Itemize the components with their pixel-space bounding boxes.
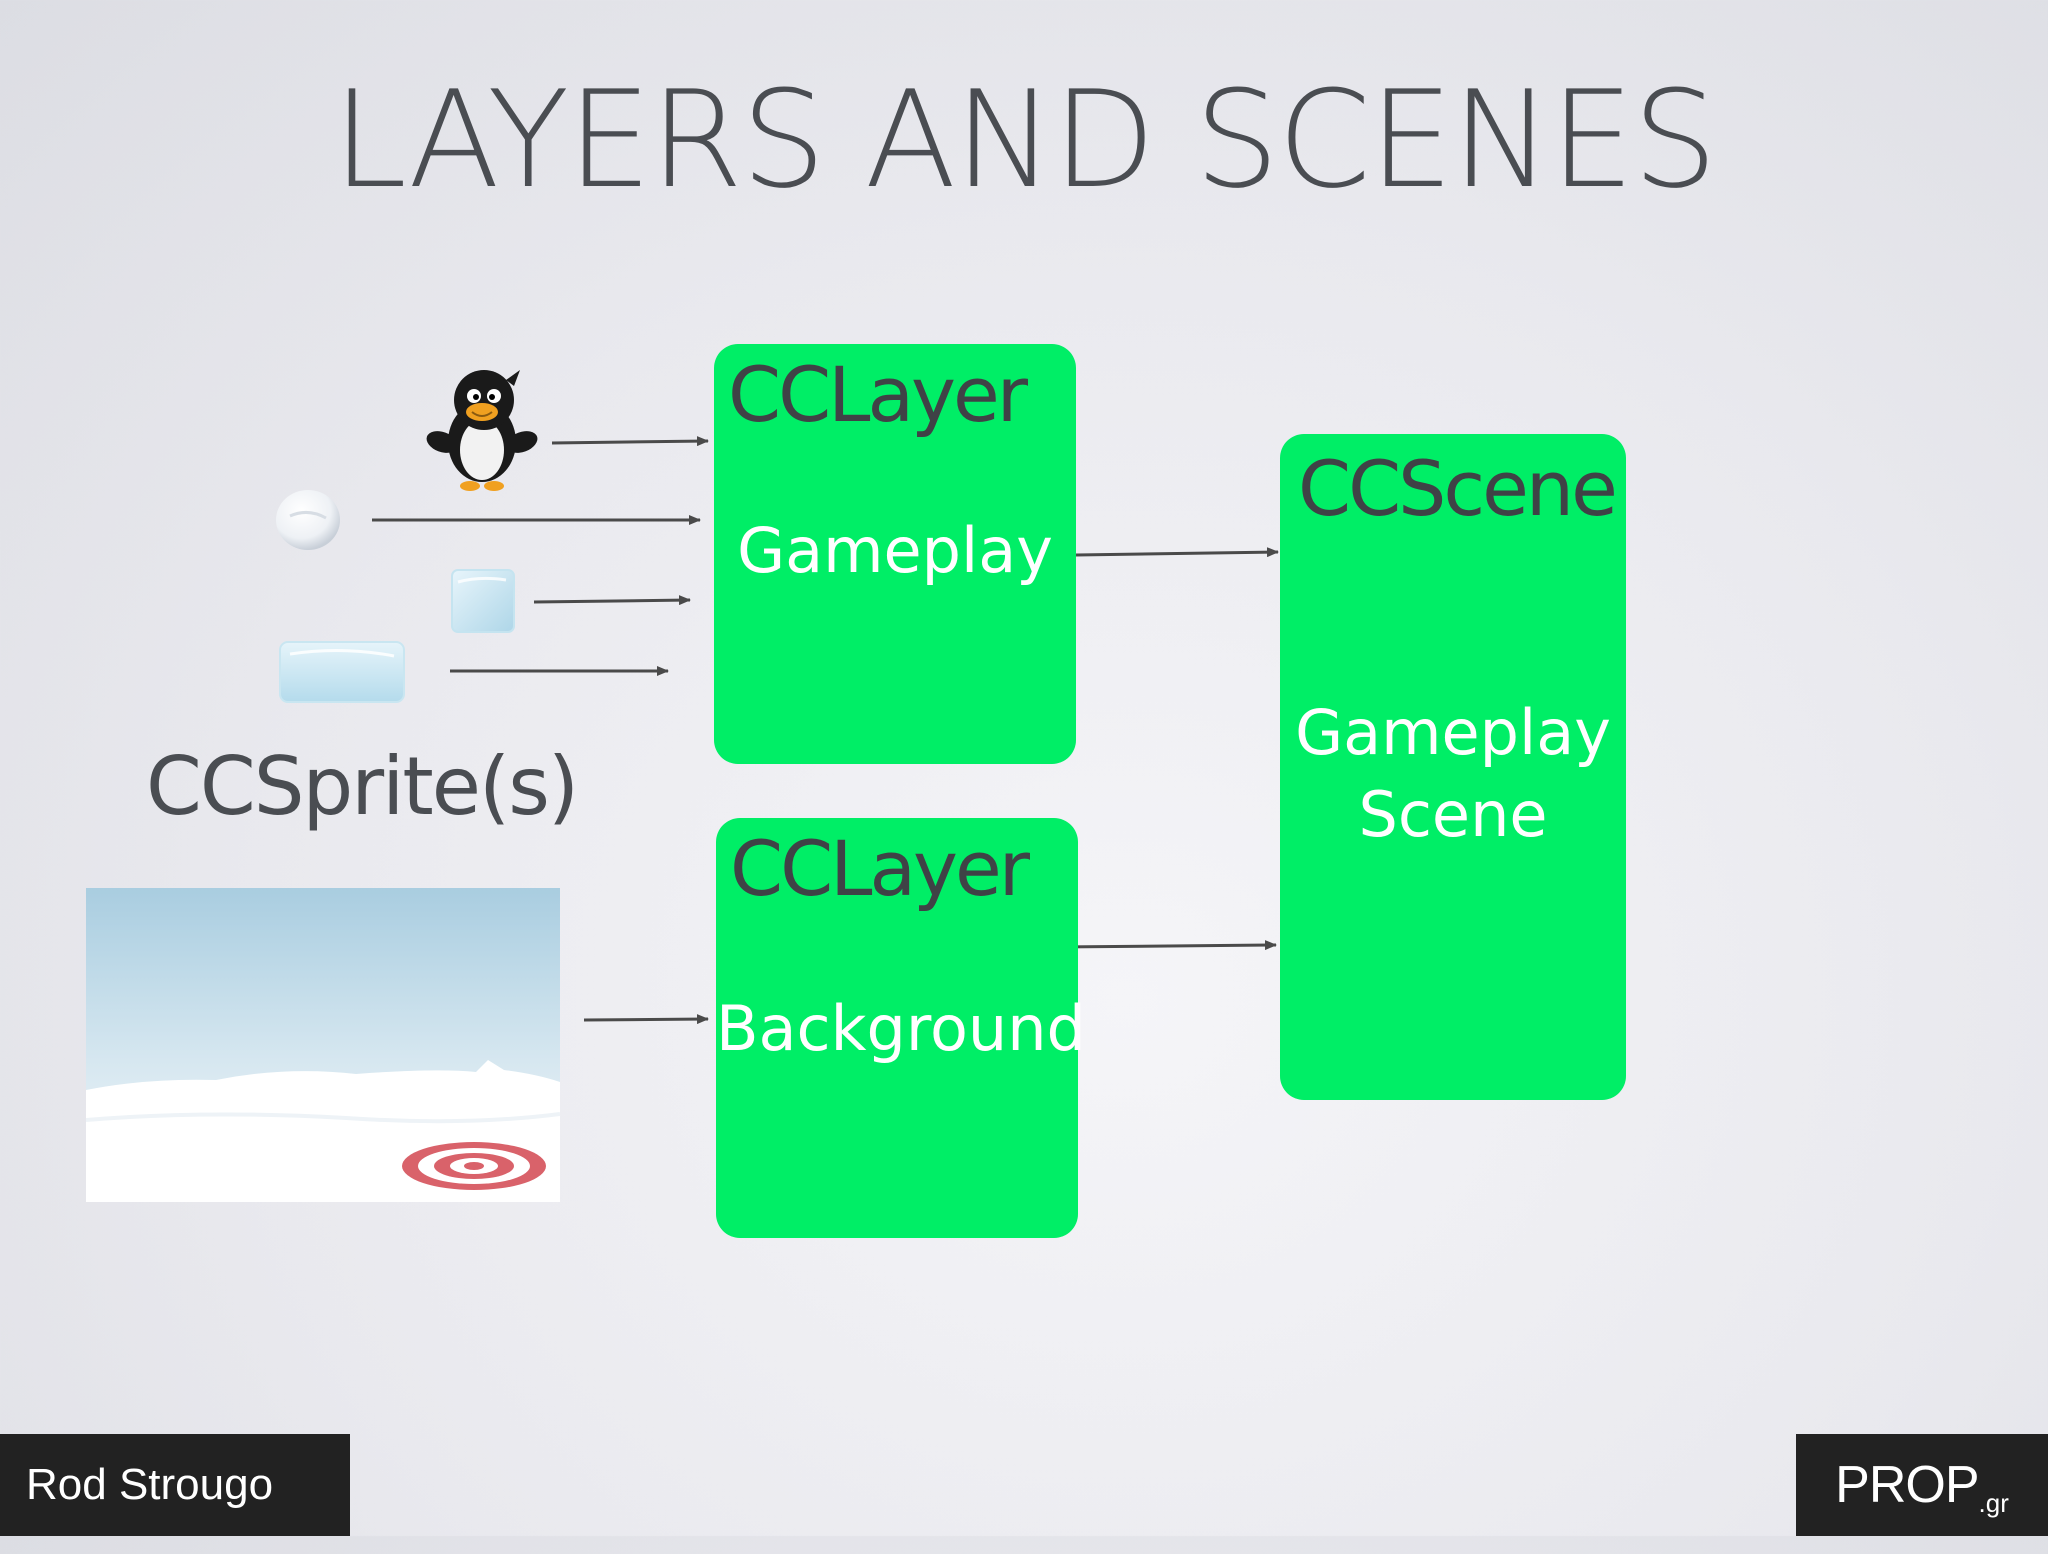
scene-label: Gameplay Scene — [1280, 692, 1626, 856]
target-icon — [402, 1142, 546, 1190]
scene-label-line2: Scene — [1358, 778, 1548, 851]
ice-block-wide-sprite — [279, 641, 405, 703]
brand-logo: PROP.gr — [1796, 1434, 2048, 1536]
background-layer-class-name: CCLayer — [730, 824, 1030, 913]
brand-suffix: .gr — [1978, 1488, 2009, 1518]
scene-class-name: CCScene — [1298, 444, 1618, 533]
gameplay-layer-class-name: CCLayer — [728, 350, 1028, 439]
arrow-gameplay-layer-to-scene — [1075, 547, 1279, 558]
scene-label-line1: Gameplay — [1295, 696, 1611, 769]
sprites-label: CCSprite(s) — [146, 740, 579, 833]
snowball-sprite — [276, 490, 340, 550]
snowy-background-sprite — [86, 888, 560, 1202]
brand-name: PROP — [1835, 1456, 1979, 1514]
gameplay-layer-box: CCLayer Gameplay — [714, 344, 1076, 764]
presenter-name: Rod Strougo — [0, 1434, 350, 1536]
background-layer-label: Background — [716, 992, 1086, 1065]
penguin-sprite — [426, 370, 538, 491]
background-layer-box: CCLayer Background — [716, 818, 1086, 1238]
arrow-penguin-to-gameplay-layer — [551, 436, 709, 447]
scene-box: CCScene Gameplay Scene — [1280, 434, 1626, 1100]
gameplay-layer-label: Gameplay — [737, 514, 1053, 587]
ice-block-small-sprite — [451, 569, 515, 633]
arrow-ice-small-to-gameplay-layer — [533, 595, 691, 606]
arrow-background-sprite-to-background-layer — [583, 1014, 709, 1025]
arrow-background-layer-to-scene — [1055, 940, 1277, 951]
slide-title: LAYERS AND SCENES — [332, 62, 1717, 218]
